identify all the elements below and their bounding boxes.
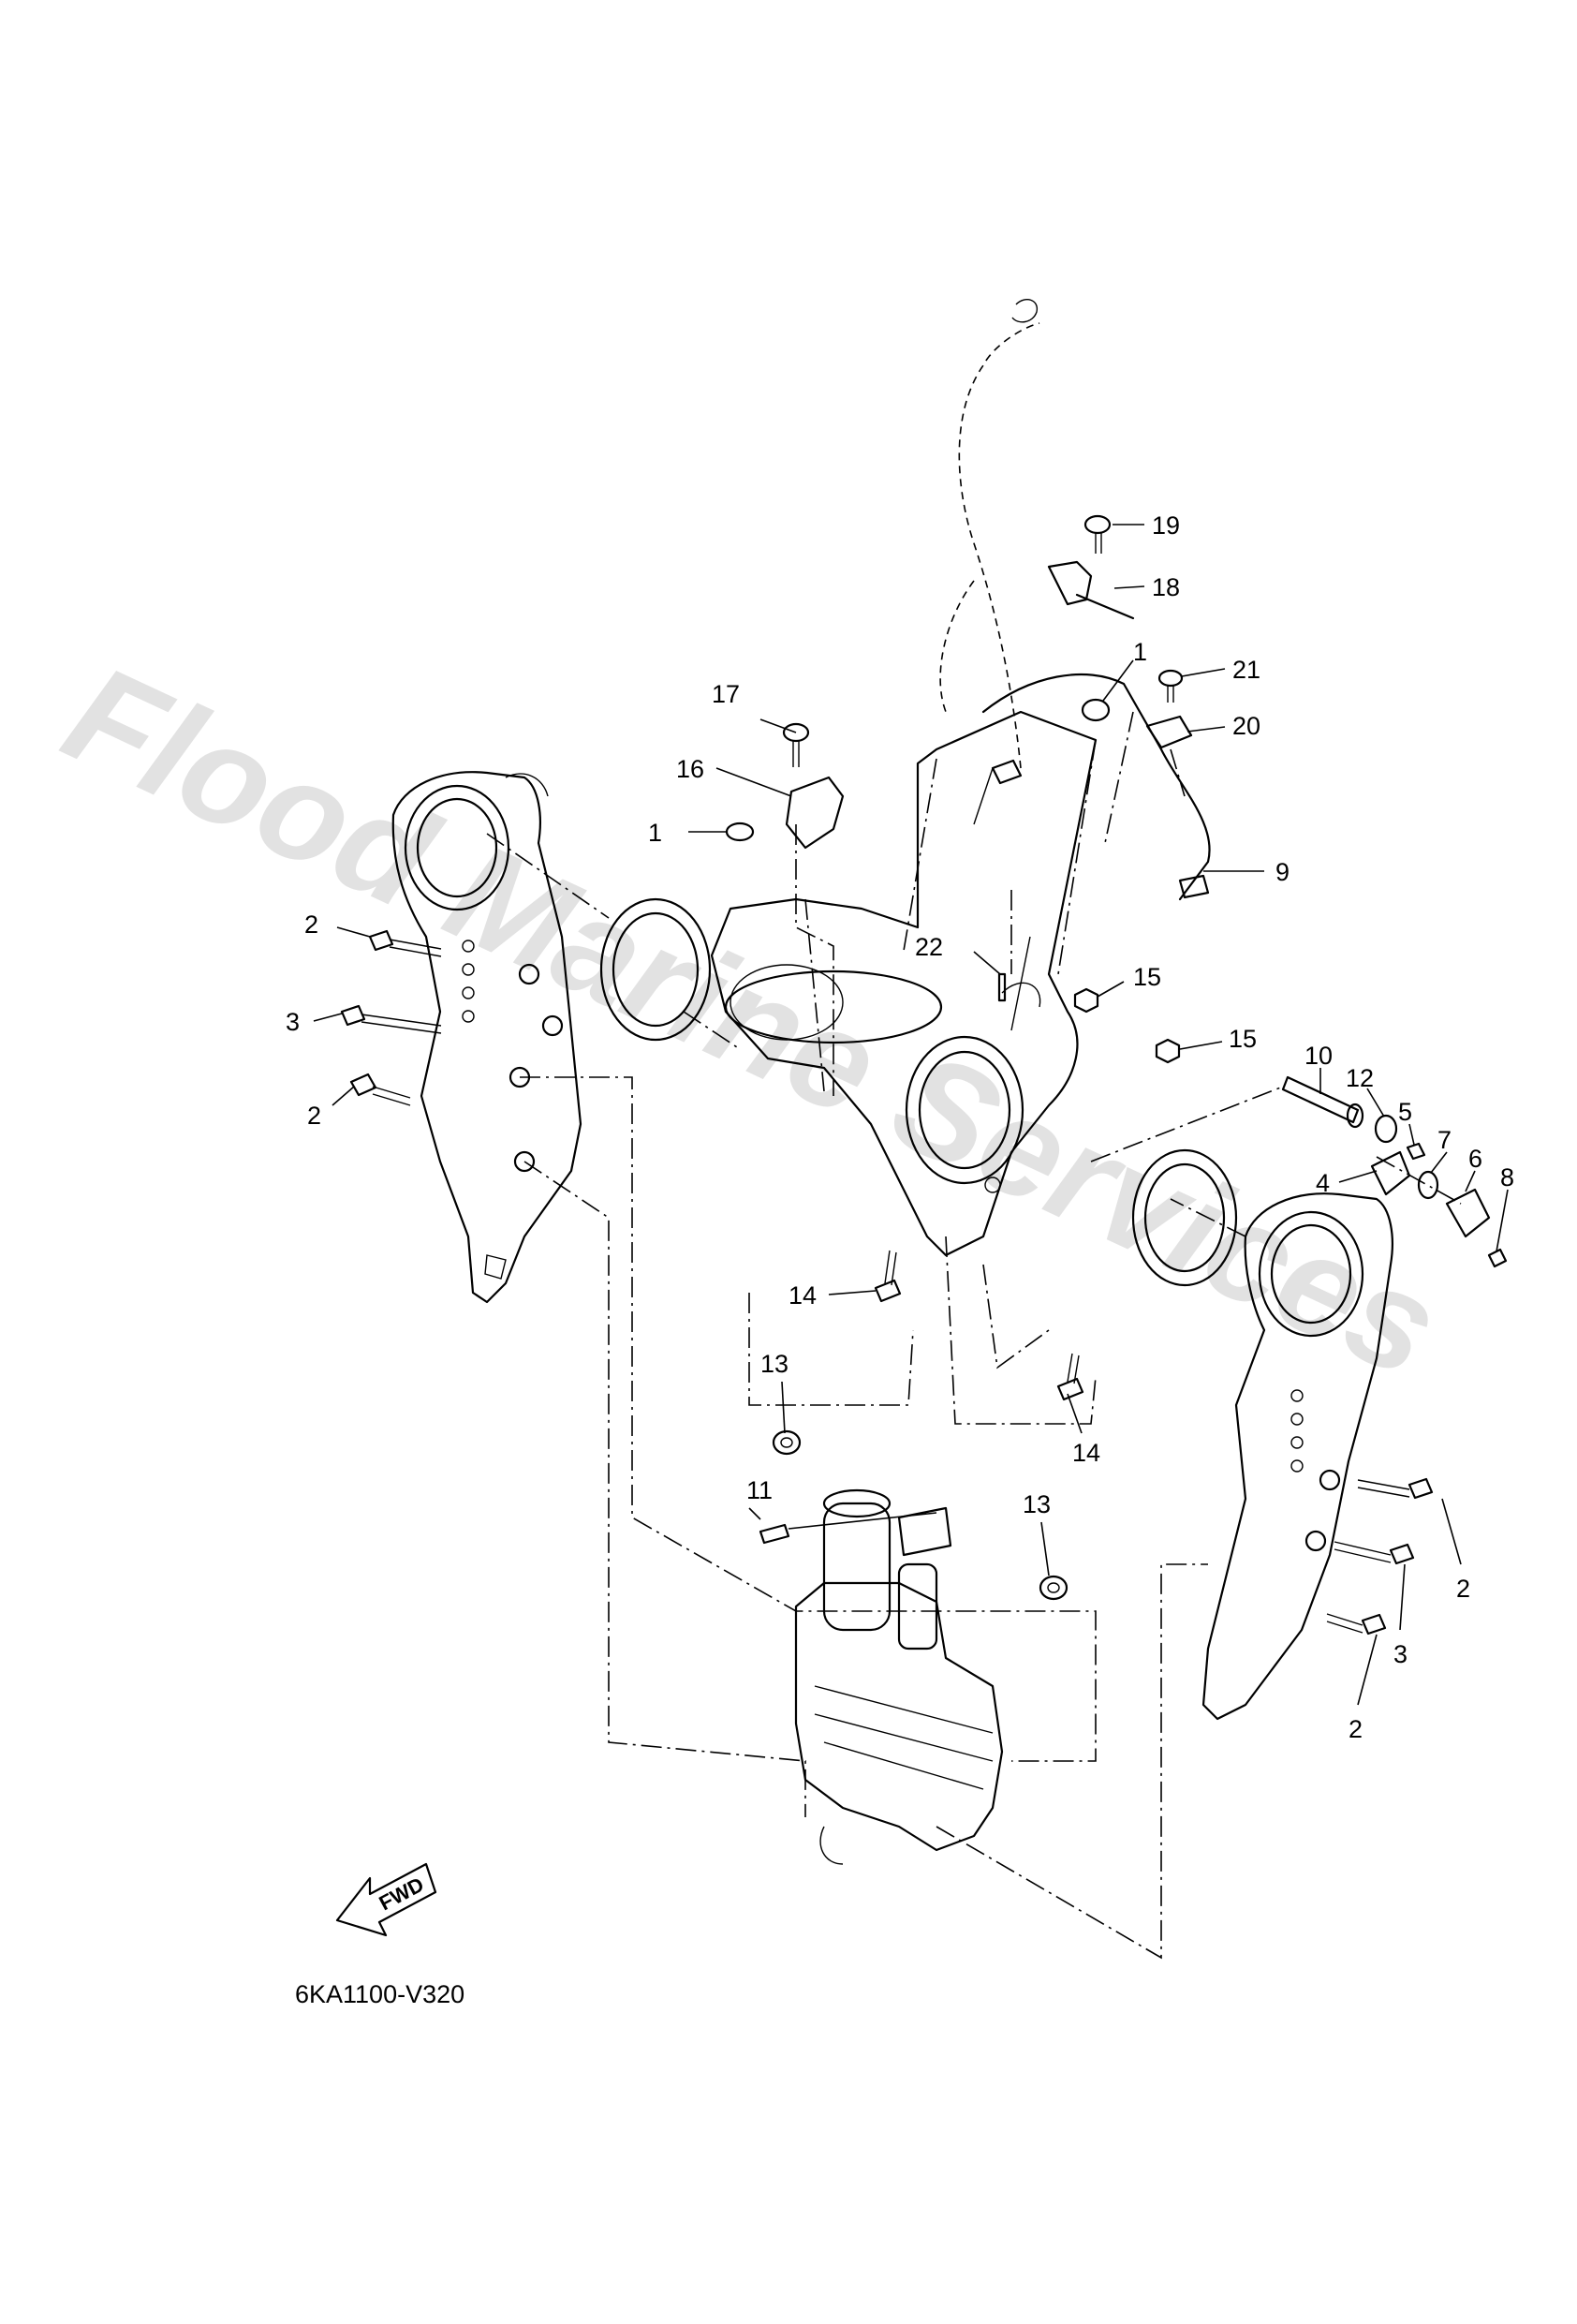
callout-2-upper-right[interactable]: 2 [1456, 1575, 1470, 1603]
callout-14-lower[interactable]: 14 [1072, 1439, 1100, 1467]
nut-15-lower [1155, 1038, 1181, 1064]
callout-17[interactable]: 17 [712, 680, 740, 708]
nut-15-upper [1073, 987, 1099, 1014]
diagram-code: 6KA1100-V320 [295, 1980, 464, 2008]
watermark: Flood Marine Services [43, 634, 1461, 1407]
bolt-5 [1406, 1142, 1426, 1161]
callout-13-left[interactable]: 13 [760, 1350, 788, 1378]
callout-1-top[interactable]: 1 [1133, 638, 1147, 666]
callout-labels: 19 18 1 21 17 20 16 1 9 2 22 15 3 15 10 … [286, 511, 1514, 1743]
callout-11[interactable]: 11 [746, 1476, 773, 1504]
callout-7[interactable]: 7 [1437, 1126, 1452, 1154]
bolt-2-lower-right [1326, 1613, 1387, 1636]
callout-2-lower-left[interactable]: 2 [307, 1102, 321, 1130]
lever-4 [1370, 1150, 1411, 1196]
leader-lines [313, 524, 1509, 1706]
callout-16[interactable]: 16 [676, 755, 704, 783]
left-bushing-ring [599, 897, 712, 1042]
callout-8[interactable]: 8 [1500, 1163, 1514, 1192]
left-clamp-bracket [391, 771, 582, 1304]
screw-21 [1157, 669, 1184, 703]
callout-3-left[interactable]: 3 [286, 1008, 300, 1036]
callout-14-upper[interactable]: 14 [788, 1281, 817, 1310]
clamp-20 [1145, 715, 1193, 749]
holder-16 [785, 776, 845, 850]
washer-12 [1374, 1114, 1398, 1144]
bolt-2-upper-right [1357, 1477, 1434, 1500]
swivel-bracket [710, 710, 1098, 1257]
cover-6 [1445, 1188, 1491, 1238]
callout-6[interactable]: 6 [1468, 1145, 1482, 1173]
pin-22 [997, 972, 1007, 1002]
callout-19[interactable]: 19 [1152, 511, 1180, 540]
fwd-label: FWD [376, 1873, 428, 1916]
callout-15-upper[interactable]: 15 [1133, 963, 1161, 991]
trim-sensor-cable [939, 299, 1211, 901]
clip-1-top [1081, 698, 1111, 722]
bushing-13-right [1039, 1575, 1069, 1601]
bolt-14-upper [874, 1250, 902, 1303]
bolt-14-lower [1056, 1353, 1084, 1401]
screw-19 [1083, 514, 1112, 554]
assembly-lines [486, 711, 1462, 1960]
callout-3-right[interactable]: 3 [1393, 1640, 1408, 1668]
shaft-10 [1281, 1075, 1364, 1129]
callout-10[interactable]: 10 [1304, 1042, 1333, 1070]
fwd-arrow-icon: FWD [335, 1862, 437, 1937]
callout-18[interactable]: 18 [1152, 573, 1180, 601]
callout-4[interactable]: 4 [1316, 1169, 1330, 1197]
bolt-2-upper-left [368, 929, 442, 957]
bracket-18 [1047, 560, 1135, 620]
bushing-13-left [772, 1429, 802, 1456]
callout-9[interactable]: 9 [1275, 858, 1290, 886]
pin-11 [759, 1523, 790, 1545]
right-clamp-bracket [1201, 1192, 1393, 1721]
callout-21[interactable]: 21 [1232, 656, 1260, 684]
right-bushing-ring [1131, 1148, 1238, 1287]
callout-22[interactable]: 22 [915, 933, 943, 961]
bolt-3-right [1334, 1541, 1415, 1565]
clip-1-left [725, 822, 755, 842]
callout-20[interactable]: 20 [1232, 712, 1260, 740]
callout-1-left[interactable]: 1 [648, 819, 662, 847]
tilt-trim-unit [794, 1488, 1004, 1865]
bolt-3-left [340, 1004, 442, 1034]
bolt-17 [782, 722, 810, 767]
bolt-2-lower-left [349, 1073, 411, 1106]
callout-2-upper-left[interactable]: 2 [304, 910, 318, 939]
callout-13-right[interactable]: 13 [1023, 1490, 1051, 1518]
callout-15-lower[interactable]: 15 [1229, 1025, 1257, 1053]
callout-2-lower-right[interactable]: 2 [1349, 1715, 1363, 1743]
o-ring-7 [1417, 1170, 1439, 1200]
screw-8 [1487, 1248, 1508, 1268]
callout-5[interactable]: 5 [1398, 1098, 1412, 1126]
callout-12[interactable]: 12 [1346, 1064, 1374, 1092]
